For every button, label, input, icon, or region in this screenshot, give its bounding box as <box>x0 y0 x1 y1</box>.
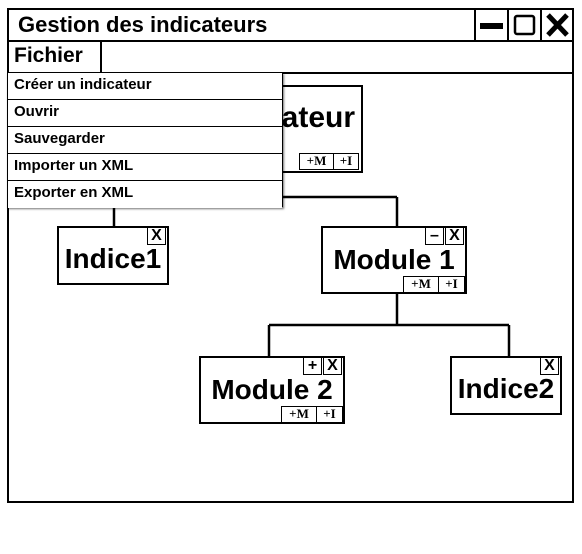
module2-add-indice-button[interactable]: +I <box>316 406 343 423</box>
module2-node[interactable]: + X Module 2 +M +I <box>199 356 345 424</box>
menu-item-creer-indicateur[interactable]: Créer un indicateur <box>8 73 282 100</box>
root-add-indice-button[interactable]: +I <box>333 153 359 170</box>
indice1-node[interactable]: X Indice1 <box>57 226 169 285</box>
module1-label: Module 1 <box>333 244 455 275</box>
module1-close-button[interactable]: X <box>445 227 464 245</box>
close-icon <box>546 13 569 37</box>
fichier-dropdown-menu: Créer un indicateur Ouvrir Sauvegarder I… <box>7 72 283 208</box>
menu-item-exporter-xml[interactable]: Exporter en XML <box>8 181 282 208</box>
window-title: Gestion des indicateurs <box>18 12 268 37</box>
module1-node[interactable]: – X Module 1 +M +I <box>321 226 467 294</box>
root-node-label: ateur <box>281 101 355 134</box>
menu-item-importer-xml[interactable]: Importer un XML <box>8 154 282 181</box>
indice1-label: Indice1 <box>64 243 162 274</box>
main-window: Gestion des indicateurs Fichier <box>7 8 574 503</box>
menu-bar: Fichier <box>9 42 572 74</box>
minimize-button[interactable] <box>474 10 507 40</box>
module2-add-module-button[interactable]: +M <box>281 406 317 423</box>
menu-item-ouvrir[interactable]: Ouvrir <box>8 100 282 127</box>
indice2-node[interactable]: X Indice2 <box>450 356 562 415</box>
indice1-close-button[interactable]: X <box>147 227 166 245</box>
close-button[interactable] <box>540 10 573 40</box>
indice2-label: Indice2 <box>457 373 555 404</box>
maximize-icon <box>513 14 536 36</box>
maximize-button[interactable] <box>507 10 540 40</box>
menu-item-sauvegarder[interactable]: Sauvegarder <box>8 127 282 154</box>
title-bar: Gestion des indicateurs <box>9 10 572 42</box>
menu-fichier[interactable]: Fichier <box>9 42 102 72</box>
module2-expand-button[interactable]: + <box>303 357 322 375</box>
indice2-close-button[interactable]: X <box>540 357 559 375</box>
minimize-icon <box>480 23 503 29</box>
module1-add-indice-button[interactable]: +I <box>438 276 465 293</box>
module2-close-button[interactable]: X <box>323 357 342 375</box>
module2-label: Module 2 <box>211 374 333 405</box>
module1-collapse-button[interactable]: – <box>425 227 444 245</box>
